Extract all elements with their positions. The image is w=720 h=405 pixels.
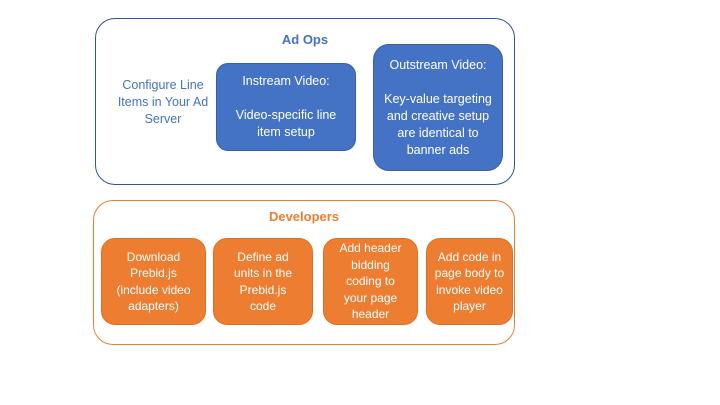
instream-video-box-body: Video-specific line item setup: [235, 108, 337, 139]
developer-step-label: Define ad units in the Prebid.js code: [233, 249, 293, 314]
outstream-video-box-body: Key-value targeting and creative setup a…: [384, 91, 492, 157]
ad-ops-side-note: Configure Line Items in Your Ad Server: [117, 78, 209, 126]
developer-step-invoke-video-player: Add code in page body to invoke video pl…: [426, 238, 513, 325]
developers-group-title: Developers: [268, 209, 340, 224]
ad-ops-group: Ad Ops Configure Line Items in Your Ad S…: [95, 18, 515, 185]
instream-video-box-title: Instream Video:: [242, 74, 330, 88]
developer-step-label: Download Prebid.js (include video adapte…: [116, 249, 191, 314]
instream-video-box: Instream Video: Video-specific line item…: [216, 63, 356, 151]
ad-ops-group-title: Ad Ops: [281, 32, 329, 47]
developer-step-label: Add header bidding coding to your page h…: [339, 241, 402, 322]
developer-step-header-bidding-code: Add header bidding coding to your page h…: [323, 238, 418, 325]
developers-group: Developers Download Prebid.js (include v…: [93, 200, 515, 345]
developer-step-download-prebid: Download Prebid.js (include video adapte…: [101, 238, 206, 325]
developer-step-label: Add code in page body to invoke video pl…: [434, 249, 505, 314]
outstream-video-box-title: Outstream Video:: [389, 57, 487, 72]
outstream-video-box: Outstream Video: Key-value targeting and…: [373, 44, 503, 171]
developer-step-define-ad-units: Define ad units in the Prebid.js code: [213, 238, 313, 325]
